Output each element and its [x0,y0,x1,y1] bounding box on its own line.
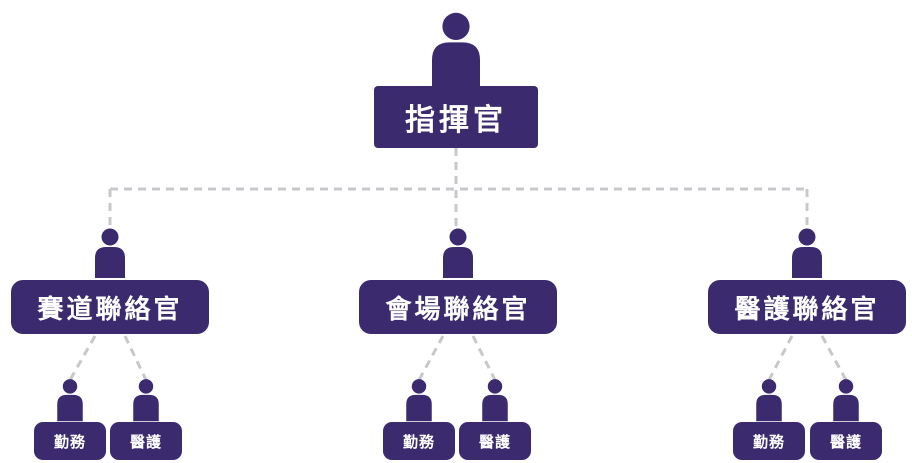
liaison-3-person-icon [792,228,822,278]
connector-staff-3-1 [767,335,794,381]
staff-3-1-person-icon [756,379,782,422]
staff-2-1-person-icon [406,379,432,422]
connector-staff-1-2 [123,335,148,381]
staff-1-2-label: 醫護 [110,422,182,460]
staff-3-1-label: 勤務 [733,422,805,460]
connector-staff-1-1 [68,335,97,381]
staff-1-1-label: 勤務 [34,422,106,460]
connector-staff-2-1 [417,335,445,381]
staff-1-1-person-icon [57,379,83,422]
commander-label: 指揮官 [374,86,538,148]
staff-2-2-label: 醫護 [459,422,531,460]
staff-3-2-label: 醫護 [810,422,882,460]
staff-1-2-person-icon [133,379,159,422]
connector-staff-2-2 [471,335,497,381]
connector-staff-3-2 [820,335,848,381]
liaison-2-person-icon [443,228,473,278]
commander-person-icon [432,12,480,92]
staff-2-2-person-icon [482,379,508,422]
liaison-2-label: 會場聯絡官 [359,280,557,334]
liaison-3-label: 醫護聯絡官 [708,280,906,334]
staff-3-2-person-icon [833,379,859,422]
liaison-1-person-icon [95,228,125,278]
staff-2-1-label: 勤務 [383,422,455,460]
liaison-1-label: 賽道聯絡官 [11,280,209,334]
